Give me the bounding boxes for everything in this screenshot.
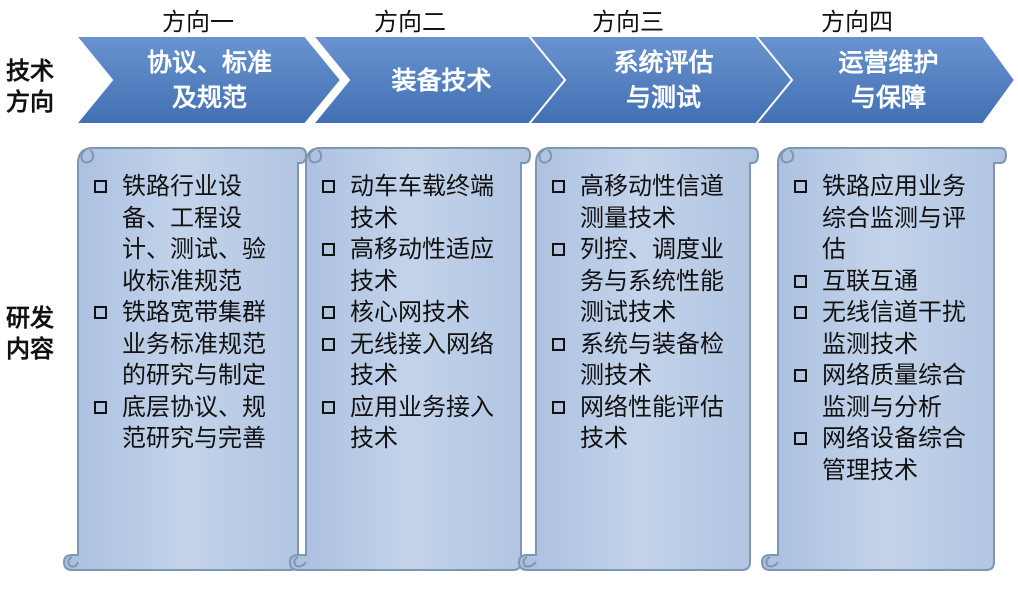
chevron-1 — [73, 35, 343, 125]
list-item: 动车车载终端技术 — [320, 171, 512, 234]
chevron-title-4: 运营维护 与保障 — [838, 48, 939, 112]
scroll-3 — [517, 147, 760, 571]
checkbox-icon — [94, 306, 107, 319]
checkbox-icon — [322, 400, 335, 414]
checkbox-icon — [322, 180, 335, 193]
list-item: 底层协议、规范研究与完善 — [92, 392, 288, 455]
list-item: 高移动性适应技术 — [320, 234, 512, 297]
checkbox-icon — [94, 180, 107, 193]
checkbox-icon — [552, 243, 565, 256]
list-item: 互联互通 — [792, 266, 986, 298]
direction-heading-1: 方向一 — [162, 8, 234, 36]
row-label-content: 研发 内容 — [6, 304, 54, 363]
chevron-title-2: 装备技术 — [391, 65, 492, 95]
checkbox-icon — [794, 306, 807, 319]
list-item: 铁路应用业务综合监测与评估 — [792, 171, 986, 266]
item-list-3: 高移动性信道测量技术 列控、调度业务与系统性能测试技术 系统与装备检测技术 网络… — [550, 171, 742, 455]
item-list-2: 动车车载终端技术 高移动性适应技术 核心网技术 无线接入网络技术 应用业务接入技… — [320, 171, 512, 455]
checkbox-icon — [794, 432, 807, 445]
checkbox-icon — [94, 400, 107, 414]
direction-heading-4: 方向四 — [821, 8, 893, 36]
checkbox-icon — [552, 400, 565, 414]
row-label-direction: 技术 方向 — [6, 57, 54, 116]
checkbox-icon — [552, 337, 565, 351]
chevron-title-1: 协议、标准 及规范 — [146, 48, 272, 112]
chevron-arrows — [73, 35, 1017, 125]
list-item: 网络设备综合管理技术 — [792, 423, 986, 486]
scroll-panels — [62, 147, 1008, 571]
chevron-4 — [753, 35, 1017, 125]
list-item: 核心网技术 — [320, 297, 512, 329]
scroll-2 — [288, 147, 532, 571]
list-item: 无线信道干扰监测技术 — [792, 297, 986, 360]
item-list-4: 铁路应用业务综合监测与评估 互联互通 无线信道干扰监测技术 网络质量综合监测与分… — [792, 171, 986, 486]
list-item: 铁路行业设备、工程设计、测试、验收标准规范 — [92, 171, 288, 297]
item-list-1: 铁路行业设备、工程设计、测试、验收标准规范 铁路宽带集群业务标准规范的研究与制定… — [92, 171, 288, 455]
checkbox-icon — [794, 369, 807, 382]
list-item: 应用业务接入技术 — [320, 392, 512, 455]
list-item: 铁路宽带集群业务标准规范的研究与制定 — [92, 297, 288, 392]
list-item: 列控、调度业务与系统性能测试技术 — [550, 234, 742, 329]
direction-heading-3: 方向三 — [592, 8, 664, 36]
direction-heading-2: 方向二 — [374, 8, 446, 36]
scroll-4 — [760, 147, 1008, 571]
list-item: 系统与装备检测技术 — [550, 329, 742, 392]
checkbox-icon — [322, 243, 335, 256]
checkbox-icon — [794, 180, 807, 193]
chevron-title-3: 系统评估 与测试 — [613, 48, 714, 112]
scroll-1 — [62, 147, 308, 571]
checkbox-icon — [794, 274, 807, 288]
list-item: 网络性能评估技术 — [550, 392, 742, 455]
list-item: 无线接入网络技术 — [320, 329, 512, 392]
checkbox-icon — [322, 306, 335, 319]
list-item: 网络质量综合监测与分析 — [792, 360, 986, 423]
list-item: 高移动性信道测量技术 — [550, 171, 742, 234]
checkbox-icon — [322, 337, 335, 351]
checkbox-icon — [552, 180, 565, 193]
